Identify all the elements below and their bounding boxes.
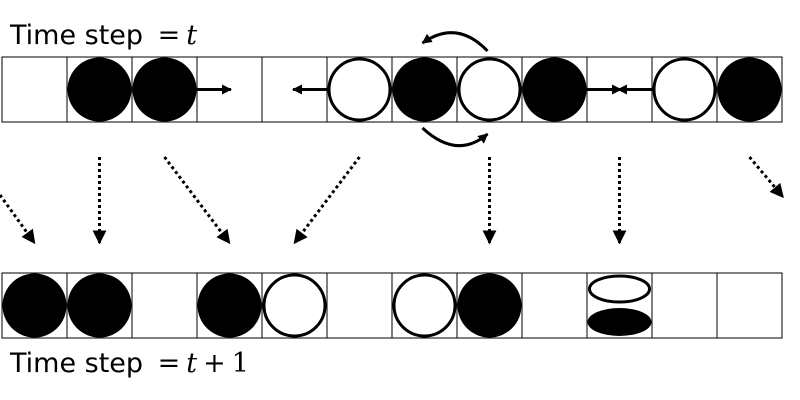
particle-black <box>197 273 262 338</box>
particle-black <box>2 273 67 338</box>
transition-arrow <box>748 156 785 199</box>
label-time-t-plus-1: Time step =t+1 <box>10 348 249 379</box>
cell-bottom-2 <box>131 272 198 339</box>
cell-bottom-8 <box>521 272 588 339</box>
swap-arrow-lower <box>421 126 489 148</box>
particle-white <box>392 273 457 338</box>
particle-black <box>132 57 197 122</box>
particle-black <box>717 57 782 122</box>
particle-white <box>652 57 717 122</box>
cell-bottom-5 <box>326 272 393 339</box>
transition-arrow <box>0 194 36 245</box>
particle-black <box>67 273 132 338</box>
particle-white <box>457 57 522 122</box>
particle-black <box>457 273 522 338</box>
row-bottom <box>1 272 783 339</box>
particle-black <box>67 57 132 122</box>
particle-black-half <box>587 308 652 336</box>
particle-white <box>262 273 327 338</box>
cell-top-0 <box>1 56 68 123</box>
cell-bottom-11 <box>716 272 783 339</box>
label-time-t: Time step =t <box>10 20 198 51</box>
particle-black <box>392 57 457 122</box>
particle-black <box>522 57 587 122</box>
swap-arrow-upper <box>421 31 489 53</box>
row-top <box>1 56 783 123</box>
particle-white-half <box>588 274 651 304</box>
transition-arrow <box>163 156 231 245</box>
cell-bottom-10 <box>651 272 718 339</box>
particle-white <box>327 57 392 122</box>
transition-arrow <box>293 156 361 245</box>
